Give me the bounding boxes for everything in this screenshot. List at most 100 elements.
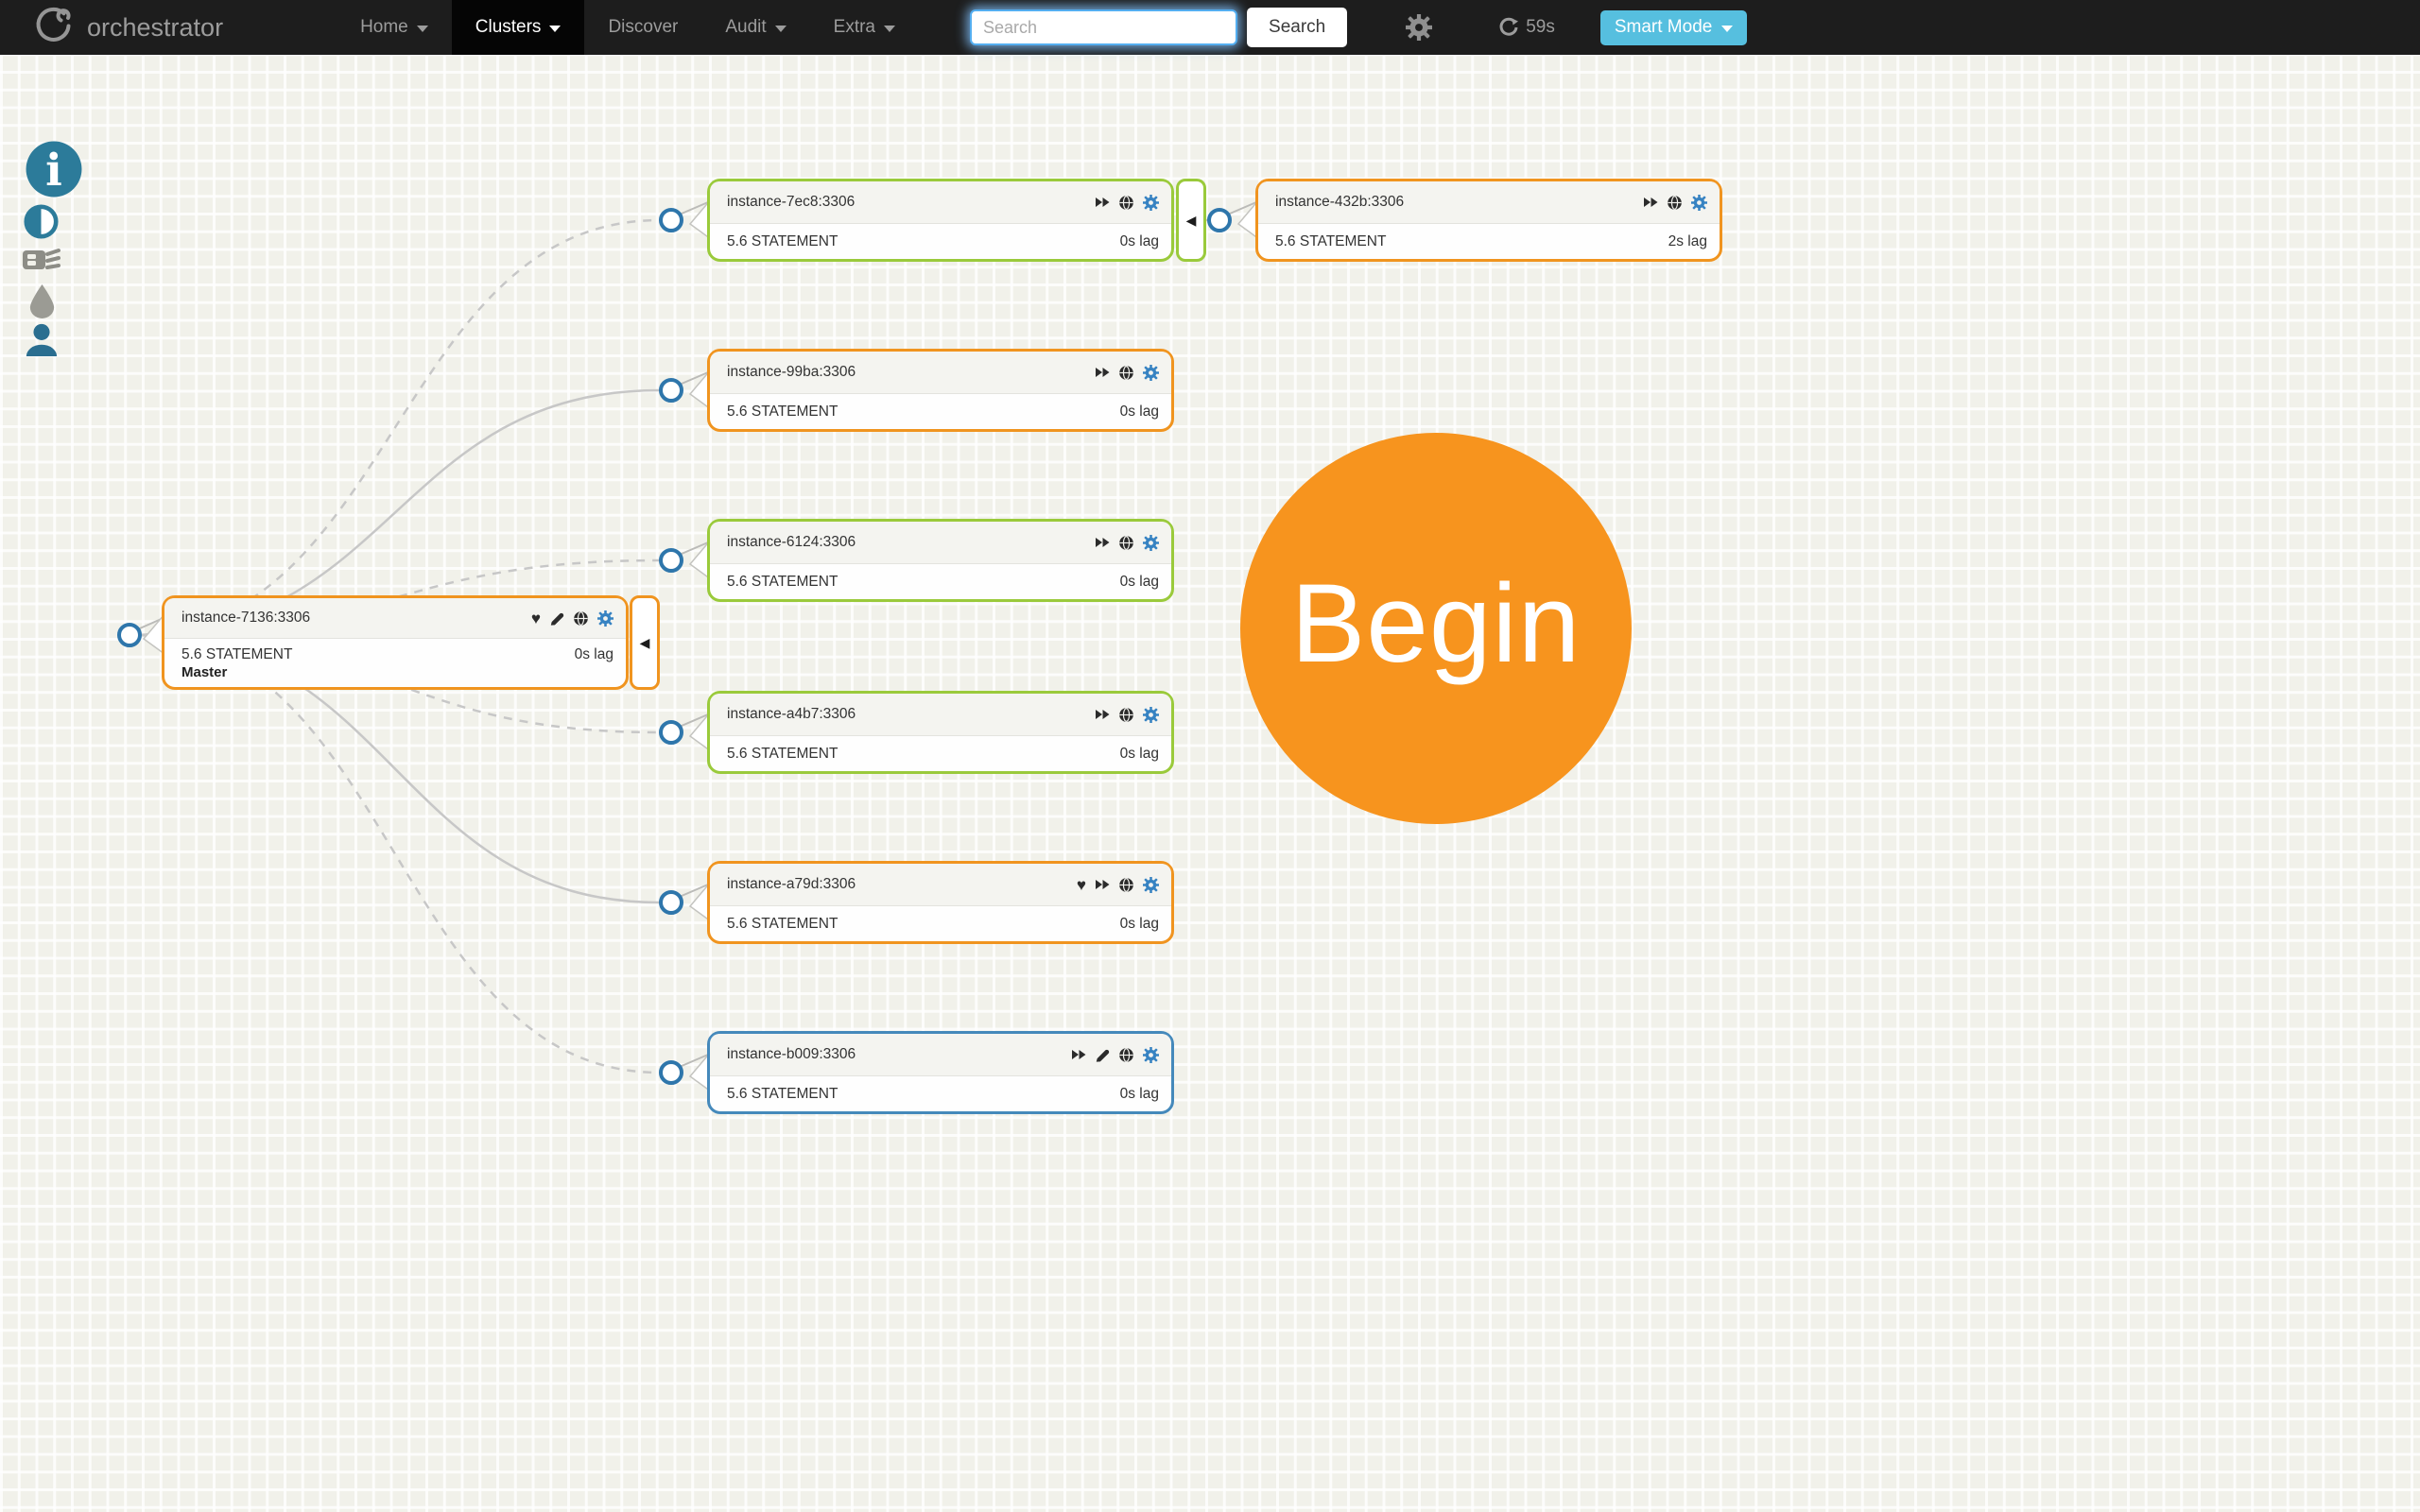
compact-display-icon[interactable] — [21, 247, 60, 277]
brand-name: orchestrator — [87, 12, 224, 42]
instance-role-label: Master — [182, 663, 228, 680]
instance-node-body: 5.6 STATEMENT 0s lag — [710, 736, 1171, 771]
edit-icon[interactable] — [549, 610, 564, 626]
globe-icon[interactable] — [1118, 535, 1134, 551]
settings-icon[interactable] — [1143, 706, 1159, 723]
instance-node-header[interactable]: instance-6124:3306 — [710, 522, 1171, 564]
settings-icon[interactable] — [1691, 194, 1707, 211]
instance-version-binlog: 5.6 STATEMENT — [727, 1085, 838, 1102]
collapse-toggle[interactable]: ◀ — [630, 595, 660, 690]
instance-node[interactable]: instance-6124:3306 5.6 STATEMENT 0s lag — [707, 519, 1174, 602]
edit-icon[interactable] — [1095, 1047, 1110, 1062]
search-button[interactable]: Search — [1247, 8, 1348, 47]
chevron-down-icon — [884, 26, 896, 32]
smart-mode-button[interactable]: Smart Mode — [1599, 9, 1748, 45]
connector-circle[interactable] — [659, 378, 683, 403]
nav-item-home[interactable]: Home — [337, 0, 452, 55]
collapse-toggle[interactable]: ◀ — [1176, 179, 1206, 262]
fast-forward-icon[interactable] — [1095, 536, 1110, 549]
settings-icon[interactable] — [1143, 534, 1159, 551]
instance-node[interactable]: instance-7136:3306 ♥ 5.6 STATEMENT 0s la… — [162, 595, 629, 690]
instance-node[interactable]: instance-a4b7:3306 5.6 STATEMENT 0s lag — [707, 691, 1174, 774]
globe-icon[interactable] — [573, 610, 589, 627]
settings-icon[interactable] — [1143, 1046, 1159, 1063]
nav-item-clusters[interactable]: Clusters — [451, 0, 585, 55]
connector-circle[interactable] — [659, 1060, 683, 1085]
instance-node[interactable]: instance-b009:3306 5.6 STATEMENT 0s lag — [707, 1031, 1174, 1114]
replication-lag: 0s lag — [1119, 1085, 1159, 1102]
instance-title[interactable]: instance-b009:3306 — [727, 1046, 856, 1062]
instance-title[interactable]: instance-99ba:3306 — [727, 364, 856, 380]
replication-edge — [129, 218, 661, 637]
globe-icon[interactable] — [1118, 707, 1134, 723]
instance-node[interactable]: instance-7ec8:3306 5.6 STATEMENT 0s lag — [707, 179, 1174, 262]
user-icon[interactable] — [24, 321, 60, 357]
fast-forward-icon[interactable] — [1643, 196, 1658, 209]
settings-icon[interactable] — [1143, 194, 1159, 211]
globe-icon[interactable] — [1118, 195, 1134, 211]
instance-node-header[interactable]: instance-432b:3306 — [1258, 181, 1720, 224]
refresh-countdown[interactable]: 59s — [1498, 17, 1555, 38]
settings-gear-icon[interactable] — [1406, 14, 1433, 41]
globe-icon[interactable] — [1118, 877, 1134, 893]
collapse-icon: ◀ — [639, 634, 650, 650]
search-input[interactable] — [970, 9, 1238, 45]
info-icon[interactable]: i — [25, 140, 83, 198]
instance-node-body: 5.6 STATEMENT 2s lag — [1258, 224, 1720, 259]
instance-node-header[interactable]: instance-b009:3306 — [710, 1034, 1171, 1076]
connector-circle[interactable] — [1207, 208, 1232, 232]
instance-title[interactable]: instance-a79d:3306 — [727, 876, 856, 892]
begin-button[interactable]: Begin — [1240, 433, 1632, 824]
connector-circle[interactable] — [659, 548, 683, 573]
globe-icon[interactable] — [1118, 365, 1134, 381]
fast-forward-icon[interactable] — [1095, 366, 1110, 379]
settings-icon[interactable] — [1143, 876, 1159, 893]
nav-item-extra[interactable]: Extra — [810, 0, 919, 55]
contrast-icon[interactable] — [24, 204, 59, 239]
heart-icon[interactable]: ♥ — [1076, 875, 1086, 894]
fast-forward-icon[interactable] — [1095, 878, 1110, 891]
instance-node-body: 5.6 STATEMENT 0s lag Master — [164, 639, 626, 687]
instance-node-header[interactable]: instance-7136:3306 ♥ — [164, 598, 626, 639]
connector-circle[interactable] — [659, 890, 683, 915]
instance-node[interactable]: instance-432b:3306 5.6 STATEMENT 2s lag — [1255, 179, 1722, 262]
chevron-down-icon — [549, 26, 562, 32]
heart-icon[interactable]: ♥ — [530, 609, 541, 627]
tint-icon[interactable] — [26, 284, 58, 318]
instance-node-header[interactable]: instance-7ec8:3306 — [710, 181, 1171, 224]
orchestrator-logo-icon — [34, 6, 74, 50]
instance-title[interactable]: instance-7ec8:3306 — [727, 194, 856, 210]
instance-node-body: 5.6 STATEMENT 0s lag — [710, 224, 1171, 259]
settings-icon[interactable] — [597, 610, 614, 627]
globe-icon[interactable] — [1667, 195, 1683, 211]
refresh-icon — [1499, 17, 1519, 36]
instance-title[interactable]: instance-a4b7:3306 — [727, 706, 856, 722]
settings-icon[interactable] — [1143, 364, 1159, 381]
instance-title[interactable]: instance-7136:3306 — [182, 610, 311, 626]
instance-node[interactable]: instance-a79d:3306 ♥ 5.6 STATEMENT 0s la… — [707, 861, 1174, 944]
replication-lag: 0s lag — [1119, 232, 1159, 249]
globe-icon[interactable] — [1118, 1047, 1134, 1063]
instance-title[interactable]: instance-6124:3306 — [727, 534, 856, 550]
replication-lag: 0s lag — [1119, 403, 1159, 420]
fast-forward-icon[interactable] — [1095, 708, 1110, 721]
begin-label: Begin — [1290, 561, 1582, 686]
fast-forward-icon[interactable] — [1071, 1048, 1086, 1061]
brand[interactable]: orchestrator — [34, 6, 223, 50]
instance-node[interactable]: instance-99ba:3306 5.6 STATEMENT 0s lag — [707, 349, 1174, 432]
fast-forward-icon[interactable] — [1095, 196, 1110, 209]
connector-circle[interactable] — [659, 208, 683, 232]
instance-node-header[interactable]: instance-a79d:3306 ♥ — [710, 864, 1171, 906]
nav-item-discover[interactable]: Discover — [608, 17, 679, 37]
refresh-seconds: 59s — [1526, 17, 1555, 37]
replication-lag: 0s lag — [1119, 573, 1159, 590]
instance-node-header[interactable]: instance-a4b7:3306 — [710, 694, 1171, 736]
instance-node-header[interactable]: instance-99ba:3306 — [710, 352, 1171, 394]
connector-circle[interactable] — [117, 623, 142, 647]
connector-circle[interactable] — [659, 720, 683, 745]
nav-item-audit[interactable]: Audit — [701, 0, 809, 55]
top-navbar: orchestrator Home Clusters Discover Audi… — [0, 0, 2420, 55]
instance-version-binlog: 5.6 STATEMENT — [727, 915, 838, 932]
instance-title[interactable]: instance-432b:3306 — [1275, 194, 1405, 210]
